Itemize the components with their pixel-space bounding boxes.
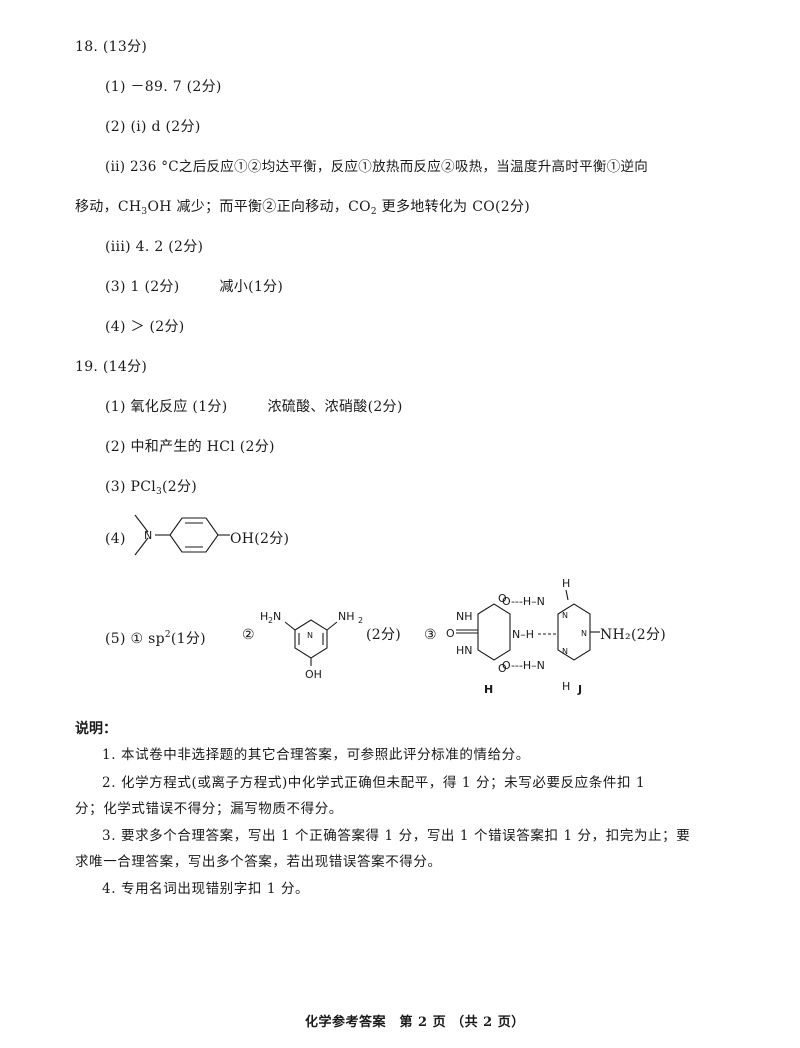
svg-text:N: N (307, 631, 313, 640)
q19-part5-score2: (2分) (366, 627, 402, 643)
svg-text:N: N (273, 610, 281, 623)
svg-text:N: N (581, 629, 587, 638)
q18-part3: (3) 1 (2分)减小(1分) (105, 279, 284, 295)
svg-text:HN: HN (456, 644, 473, 657)
svg-text:O: O (498, 592, 507, 605)
q19-part4-structure: N (134, 514, 230, 556)
q18-part2-iii: (iii) 4. 2 (2分) (105, 239, 204, 255)
svg-text:J: J (577, 683, 582, 696)
q19-part2: (2) 中和产生的 HCl (2分) (105, 439, 275, 455)
svg-text:OH: OH (305, 668, 322, 681)
svg-text:2: 2 (268, 616, 273, 625)
q19-part5-circle3: ③ (424, 627, 437, 643)
svg-text:H: H (562, 577, 570, 590)
svg-text:O: O (498, 662, 507, 675)
note-1: 1. 本试卷中非选择题的其它合理答案，可参照此评分标准的情给分。 (102, 747, 530, 763)
q19-part1: (1) 氧化反应 (1分)浓硫酸、浓硝酸(2分) (105, 399, 403, 415)
structure-n-atom: N (144, 529, 152, 542)
svg-text:NH: NH (338, 610, 355, 623)
svg-text:NH: NH (456, 610, 473, 623)
note-2-line1: 2. 化学方程式(或离子方程式)中化学式正确但未配平，得 1 分；未写必要反应条… (102, 775, 646, 791)
q18-part2-ii-line2: 移动，CH3OH 减少；而平衡②正向移动，CO2 更多地转化为 CO(2分) (75, 199, 531, 217)
note-2-line2: 分；化学式错误不得分；漏写物质不得分。 (75, 801, 343, 817)
svg-text:O---H–N: O---H–N (502, 659, 545, 672)
q18-part1: (1) －89. 7 (2分) (105, 79, 222, 95)
q19-part5-label: (5) ① sp2(1分) (105, 630, 206, 647)
note-4: 4. 专用名词出现错别字扣 1 分。 (102, 881, 310, 897)
svg-text:N: N (562, 611, 568, 620)
q18-part4: (4) ＞ (2分) (105, 319, 185, 335)
note-3-line1: 3. 要求多个合理答案，写出 1 个正确答案得 1 分，写出 1 个错误答案扣 … (102, 828, 691, 844)
svg-text:N: N (562, 647, 568, 656)
q19-part5-circle2: ② (242, 627, 255, 643)
svg-text:O: O (446, 627, 455, 640)
q19-part4-oh: OH(2分) (230, 531, 290, 547)
q19-part4-label: (4) (105, 531, 126, 547)
svg-text:H: H (260, 610, 268, 623)
svg-text:H: H (484, 683, 493, 696)
svg-text:O---H–N: O---H–N (502, 595, 545, 608)
note-3-line2: 求唯一合理答案，写出多个答案，若出现错误答案不得分。 (75, 854, 442, 870)
q19-part3: (3) PCl3(2分) (105, 479, 198, 497)
q18-part2-ii-line1: (ii) 236 °C之后反应①②均达平衡，反应①放热而反应②吸热，当温度升高时… (105, 159, 649, 175)
svg-text:H: H (562, 680, 570, 693)
q18-header: 18. (13分) (75, 39, 148, 55)
q19-part5-structure2: H 2 N NH 2 OH N (260, 610, 363, 681)
svg-text:2: 2 (358, 616, 363, 625)
q19-part5-score3: NH₂(2分) (600, 627, 667, 643)
svg-text:N–H: N–H (512, 628, 534, 641)
notes-title: 说明： (75, 721, 117, 737)
page-footer: 化学参考答案 第 2 页 （共 2 页） (305, 1015, 525, 1030)
q19-header: 19. (14分) (75, 359, 148, 375)
q19-part5-structure3: NH HN O O O O---H–N N–H O---H–N H H N N … (446, 577, 600, 696)
q18-part2-i: (2) (i) d (2分) (105, 119, 201, 135)
